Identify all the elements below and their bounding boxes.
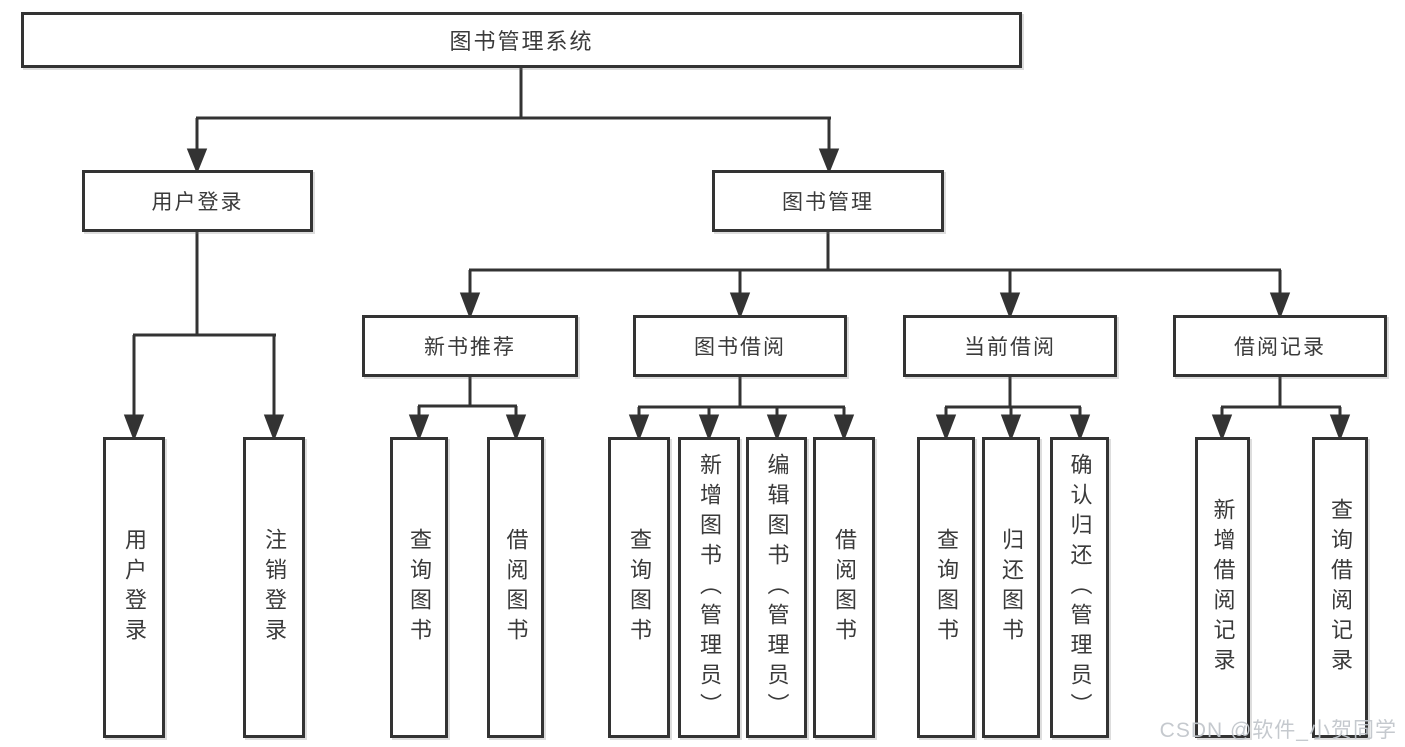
- arrow-down-icon: [1000, 414, 1022, 442]
- leaf-borrow-books-recommend: 借阅图书: [487, 437, 544, 738]
- leaf-label: 查询图书: [407, 527, 432, 648]
- leaf-label: 查询图书: [627, 527, 652, 648]
- leaf-label: 借阅图书: [832, 527, 857, 648]
- arrow-down-icon: [833, 414, 855, 442]
- node-current-borrow: 当前借阅: [903, 315, 1117, 377]
- leaf-label: 注销登录: [262, 527, 287, 648]
- arrow-down-icon: [1329, 414, 1351, 442]
- leaf-add-borrow-record: 新增借阅记录: [1195, 437, 1250, 738]
- leaf-user-login: 用户登录: [103, 437, 165, 738]
- connector-bookborrow-to-leaves: [628, 377, 855, 442]
- leaf-label: 用户登录: [122, 527, 147, 648]
- leaf-query-books-recommend: 查询图书: [390, 437, 448, 738]
- node-new-book-recommend: 新书推荐: [362, 315, 578, 377]
- node-label: 图书借阅: [694, 336, 786, 359]
- connector-currentborrow-to-leaves: [935, 377, 1091, 442]
- node-label: 用户登录: [151, 191, 244, 214]
- arrow-down-icon: [628, 414, 650, 442]
- csdn-watermark: CSDN @软件_小贺同学: [1159, 719, 1397, 742]
- arrow-down-icon: [1211, 414, 1233, 442]
- arrow-down-icon: [263, 414, 285, 442]
- leaf-label: 新增借阅记录: [1210, 497, 1236, 678]
- leaf-add-books-admin: 新增图书（管理员）: [678, 437, 740, 738]
- leaf-label: 确认归还（管理员）: [1067, 452, 1093, 723]
- connector-borrowrecords-to-leaves: [1211, 377, 1351, 442]
- arrow-down-icon: [729, 292, 751, 320]
- arrow-down-icon: [698, 414, 720, 442]
- arrow-down-icon: [123, 414, 145, 442]
- arrow-down-icon: [186, 148, 208, 175]
- arrow-down-icon: [766, 414, 788, 442]
- leaf-label: 查询图书: [934, 527, 959, 648]
- arrow-down-icon: [818, 148, 840, 175]
- node-user-login-branch: 用户登录: [82, 170, 313, 232]
- connector-root-to-level2: [186, 68, 840, 175]
- node-book-borrow: 图书借阅: [633, 315, 847, 377]
- node-label: 图书管理系统: [449, 29, 594, 54]
- arrow-down-icon: [1069, 414, 1091, 442]
- arrow-down-icon: [999, 292, 1021, 320]
- node-label: 图书管理: [782, 191, 874, 214]
- leaf-logout: 注销登录: [243, 437, 305, 738]
- node-root-system: 图书管理系统: [21, 12, 1022, 68]
- node-label: 新书推荐: [424, 336, 516, 359]
- connector-bookmgmt-to-level3: [459, 232, 1291, 320]
- arrow-down-icon: [459, 292, 481, 320]
- connector-newbooks-to-leaves: [408, 377, 527, 442]
- connector-userlogin-to-leaves: [123, 232, 285, 442]
- leaf-return-books: 归还图书: [982, 437, 1040, 738]
- leaf-query-books-borrow: 查询图书: [608, 437, 670, 738]
- leaf-label: 编辑图书（管理员）: [764, 452, 790, 723]
- leaf-label: 新增图书（管理员）: [697, 452, 722, 723]
- node-label: 借阅记录: [1234, 336, 1326, 359]
- leaf-label: 归还图书: [999, 527, 1024, 648]
- arrow-down-icon: [505, 414, 527, 442]
- leaf-query-borrow-record: 查询借阅记录: [1312, 437, 1368, 738]
- leaf-label: 借阅图书: [503, 527, 529, 648]
- node-label: 当前借阅: [964, 336, 1056, 359]
- leaf-label: 查询借阅记录: [1328, 497, 1353, 678]
- node-borrow-records: 借阅记录: [1173, 315, 1387, 377]
- node-book-management: 图书管理: [712, 170, 944, 232]
- leaf-edit-books-admin: 编辑图书（管理员）: [746, 437, 807, 738]
- arrow-down-icon: [935, 414, 957, 442]
- leaf-query-books-current: 查询图书: [917, 437, 975, 738]
- leaf-confirm-return-admin: 确认归还（管理员）: [1050, 437, 1109, 738]
- arrow-down-icon: [1269, 292, 1291, 320]
- arrow-down-icon: [408, 414, 430, 442]
- leaf-borrow-books: 借阅图书: [813, 437, 875, 738]
